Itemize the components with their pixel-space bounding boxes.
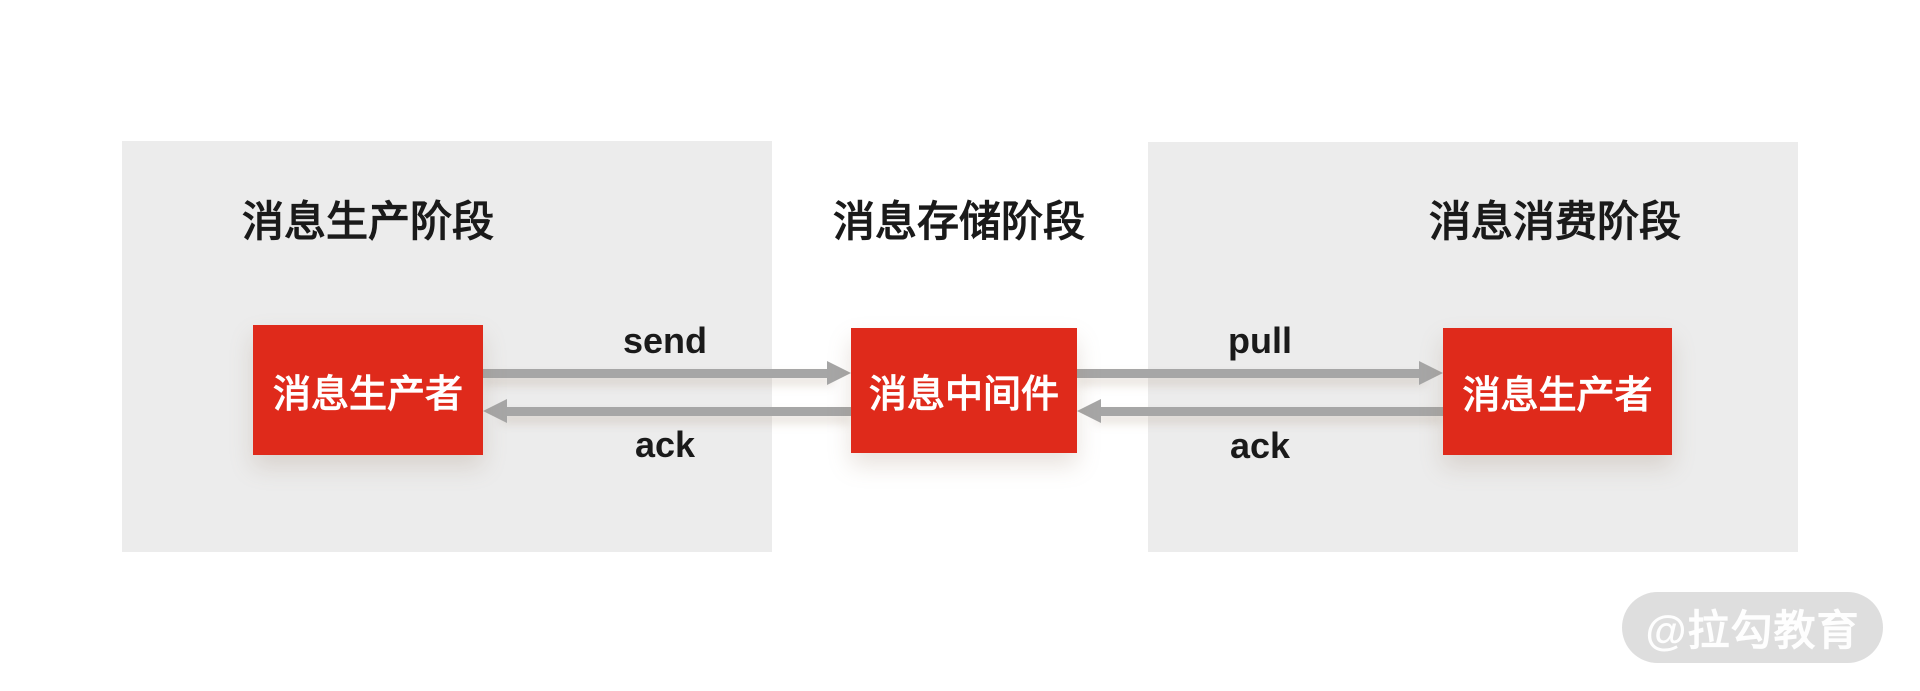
arrowhead-left-icon [1077, 399, 1101, 423]
storage-stage-title: 消息存储阶段 [832, 198, 1085, 245]
ack-arrow-line [1095, 407, 1443, 416]
pull-edge-label: pull [1228, 320, 1292, 361]
send-edge-label: send [622, 320, 708, 361]
send-arrow [483, 361, 851, 385]
pull-arrow-line [1077, 369, 1425, 378]
arrowhead-right-icon [1419, 361, 1443, 385]
ack-edge-label-left: ack [634, 424, 696, 465]
send-arrow-line [483, 369, 833, 378]
ack-arrow-consumer-to-broker [1077, 399, 1443, 423]
pull-arrow [1077, 361, 1443, 385]
arrowhead-left-icon [483, 399, 507, 423]
arrowhead-right-icon [827, 361, 851, 385]
ack-arrow-line [501, 407, 851, 416]
consumer-node: 消息生产者 [1443, 328, 1672, 455]
lagou-edu-watermark: @拉勾教育 [1622, 592, 1883, 663]
production-stage-title: 消息生产阶段 [241, 198, 494, 245]
producer-node: 消息生产者 [253, 325, 483, 455]
broker-node: 消息中间件 [851, 328, 1077, 453]
ack-arrow-broker-to-producer [483, 399, 851, 423]
consumption-stage-title: 消息消费阶段 [1428, 198, 1681, 245]
ack-edge-label-right: ack [1229, 425, 1291, 466]
